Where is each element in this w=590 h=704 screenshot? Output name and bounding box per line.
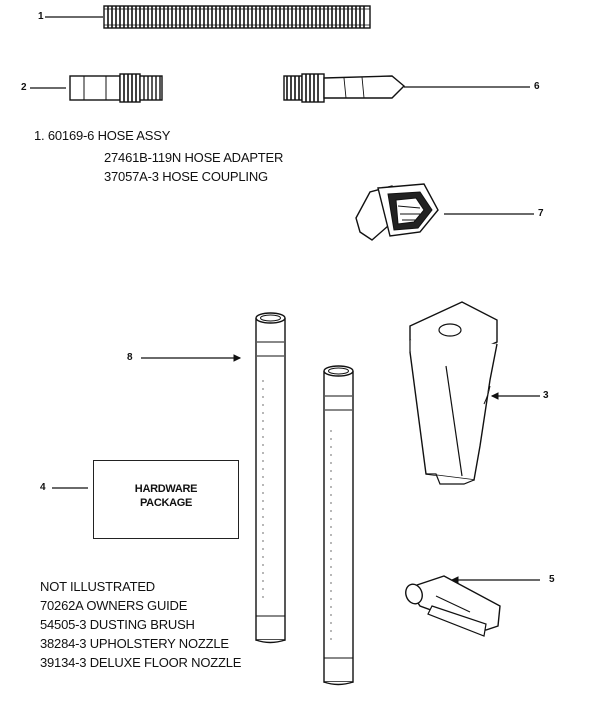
extension-wand-left-drawing <box>141 312 286 644</box>
not-illustrated-item: 70262A OWNERS GUIDE <box>40 598 188 613</box>
callout-3: 3 <box>543 390 549 401</box>
dusting-brush-drawing <box>355 183 534 241</box>
parts-list-line-1: 1. 60169-6 HOSE ASSY <box>34 128 171 143</box>
callout-5: 5 <box>549 574 555 585</box>
hose-assembly-drawing <box>45 5 371 29</box>
callout-1: 1 <box>38 11 44 22</box>
callout-2: 2 <box>21 82 27 93</box>
not-illustrated-heading: NOT ILLUSTRATED <box>40 579 155 594</box>
not-illustrated-item: 39134-3 DELUXE FLOOR NOZZLE <box>40 655 242 670</box>
small-nozzle-drawing <box>405 575 540 637</box>
parts-list-line-2: 27461B-119N HOSE ADAPTER <box>104 150 284 165</box>
callout-6: 6 <box>534 81 540 92</box>
floor-tool-drawing <box>409 301 540 485</box>
hardware-package-box: HARDWARE PACKAGE <box>93 460 239 539</box>
callout-7: 7 <box>538 208 544 219</box>
parts-list-line-3: 37057A-3 HOSE COUPLING <box>104 169 268 184</box>
not-illustrated-item: 38284-3 UPHOLSTERY NOZZLE <box>40 636 229 651</box>
not-illustrated-item: 54505-3 DUSTING BRUSH <box>40 617 195 632</box>
hose-adapter-drawing <box>30 73 163 103</box>
callout-8: 8 <box>127 352 133 363</box>
hardware-package-line-2: PACKAGE <box>139 497 193 509</box>
crevice-tool-drawing <box>283 73 530 103</box>
hardware-package-line-1: HARDWARE <box>134 483 198 495</box>
extension-wand-right-drawing <box>323 365 354 686</box>
callout-4: 4 <box>40 482 46 493</box>
